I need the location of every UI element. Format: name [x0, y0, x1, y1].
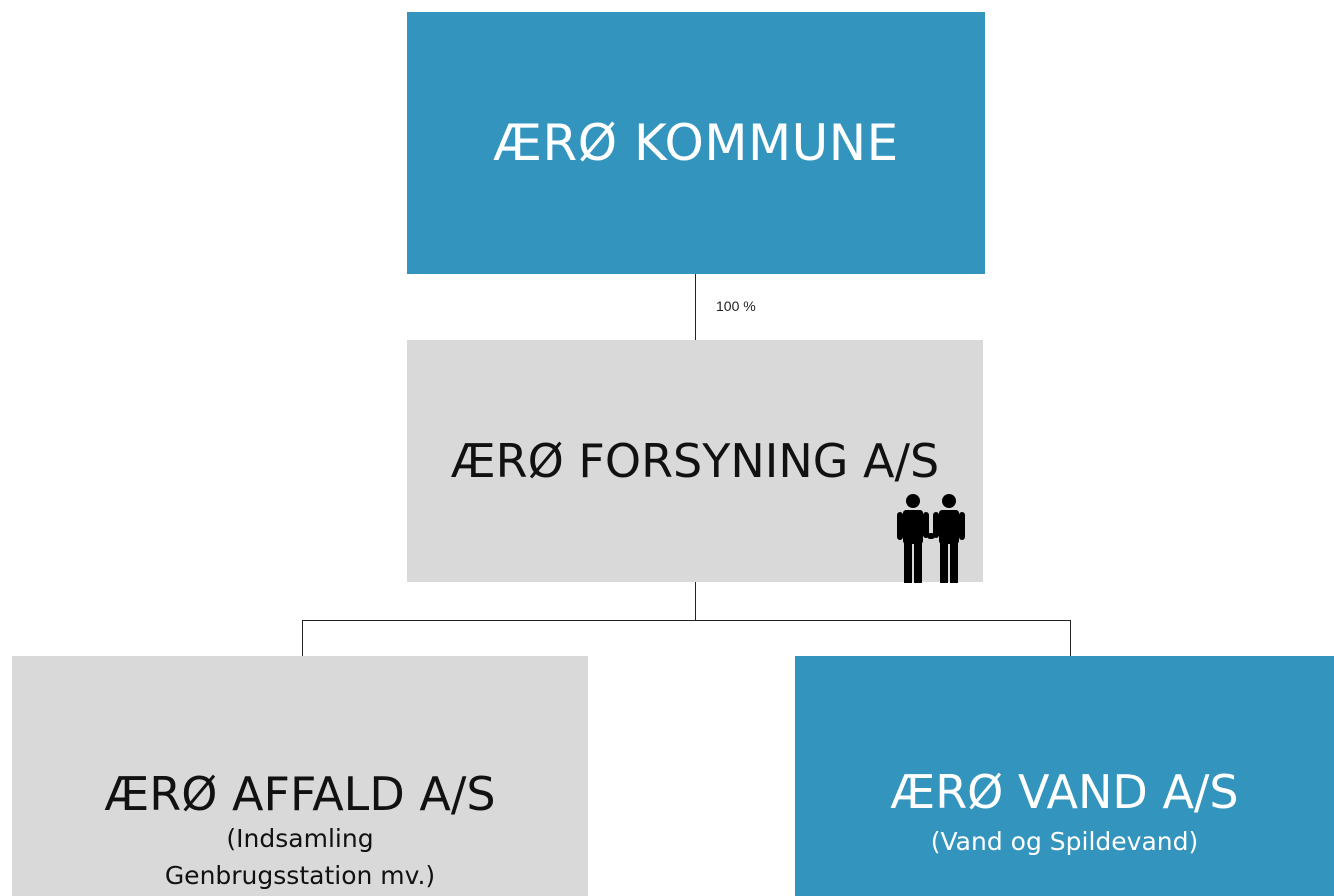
node-subtitle-line1: (Indsamling — [226, 824, 374, 853]
ownership-label: 100 % — [716, 298, 756, 314]
node-title: ÆRØ AFFALD A/S — [104, 767, 496, 821]
connector-horizontal — [302, 620, 1071, 621]
connector-to-vand — [1070, 620, 1071, 656]
connector-kommune-forsyning — [695, 274, 696, 340]
people-icon — [897, 494, 965, 583]
connector-forsyning-down — [695, 582, 696, 620]
node-title: ÆRØ FORSYNING A/S — [450, 434, 940, 488]
node-subtitle: (Vand og Spildevand) — [930, 827, 1199, 856]
node-aero-forsyning: ÆRØ FORSYNING A/S — [407, 340, 983, 582]
connector-to-affald — [302, 620, 303, 656]
node-aero-kommune: ÆRØ KOMMUNE — [407, 12, 985, 274]
node-title: ÆRØ VAND A/S — [890, 765, 1239, 819]
node-title: ÆRØ KOMMUNE — [493, 114, 899, 172]
node-aero-affald: ÆRØ AFFALD A/S (Indsamling Genbrugsstati… — [12, 656, 588, 896]
node-subtitle-line2: Genbrugsstation mv.) — [164, 861, 436, 890]
node-aero-vand: ÆRØ VAND A/S (Vand og Spildevand) — [795, 656, 1334, 896]
